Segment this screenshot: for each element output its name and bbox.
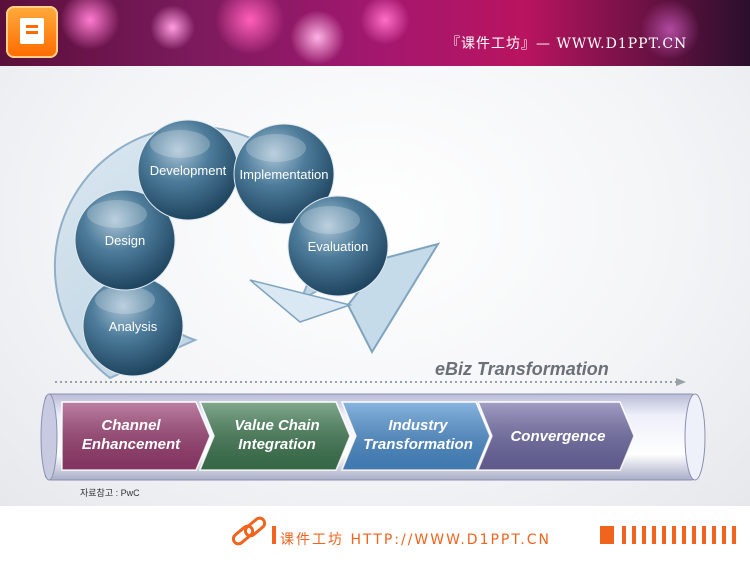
pipeline-step-label: Industry xyxy=(388,417,448,434)
pipeline-step-shade xyxy=(62,402,210,470)
pipeline-step-shade xyxy=(478,402,634,470)
footer-graphics xyxy=(231,516,736,546)
header-site-text: 『课件工坊』— WWW.D1PPT.CN xyxy=(446,36,688,52)
stage-label: Development xyxy=(150,163,227,178)
pipeline-step-label: Value Chain xyxy=(234,417,319,434)
pipeline-step-label: Transformation xyxy=(363,436,473,453)
footer xyxy=(0,506,750,563)
footer-stripes xyxy=(622,526,736,544)
stage-ball xyxy=(233,123,335,225)
cycle-stages: Analysis Design Development ImplementationE… xyxy=(74,119,389,377)
pipeline-title: eBiz Transformation xyxy=(435,359,609,379)
stage-label: Analysis xyxy=(109,319,158,334)
stage-ball xyxy=(74,189,176,291)
header-banner: 『课件工坊』— WWW.D1PPT.CN xyxy=(0,0,750,66)
pipeline-step-shade xyxy=(342,402,490,470)
stage-ball-highlight xyxy=(150,130,210,158)
stage-label: Evaluation xyxy=(308,239,369,254)
stage-ball-highlight xyxy=(95,286,155,314)
ebiz-arrow xyxy=(55,378,686,386)
footer-url: 课件工坊 HTTP://WWW.D1PPT.CN xyxy=(280,532,551,548)
logo xyxy=(6,6,58,58)
pipeline-step-label: Integration xyxy=(238,436,316,453)
pipeline-step-label: Channel xyxy=(101,417,161,434)
stage-ball xyxy=(287,195,389,297)
source-note: 자료참고 : PwC xyxy=(80,488,140,498)
stage-label: Design xyxy=(105,233,145,248)
pipeline-step-label: Convergence xyxy=(510,428,605,445)
stage-ball-highlight xyxy=(300,206,360,234)
stage-ball-highlight xyxy=(87,200,147,228)
stage-ball-highlight xyxy=(246,134,306,162)
pipeline-step-shade xyxy=(200,402,350,470)
document-icon xyxy=(20,18,44,44)
stage-label: Implementation xyxy=(240,167,329,182)
link-icon xyxy=(231,516,267,546)
pipeline-step-label: Enhancement xyxy=(82,436,181,453)
